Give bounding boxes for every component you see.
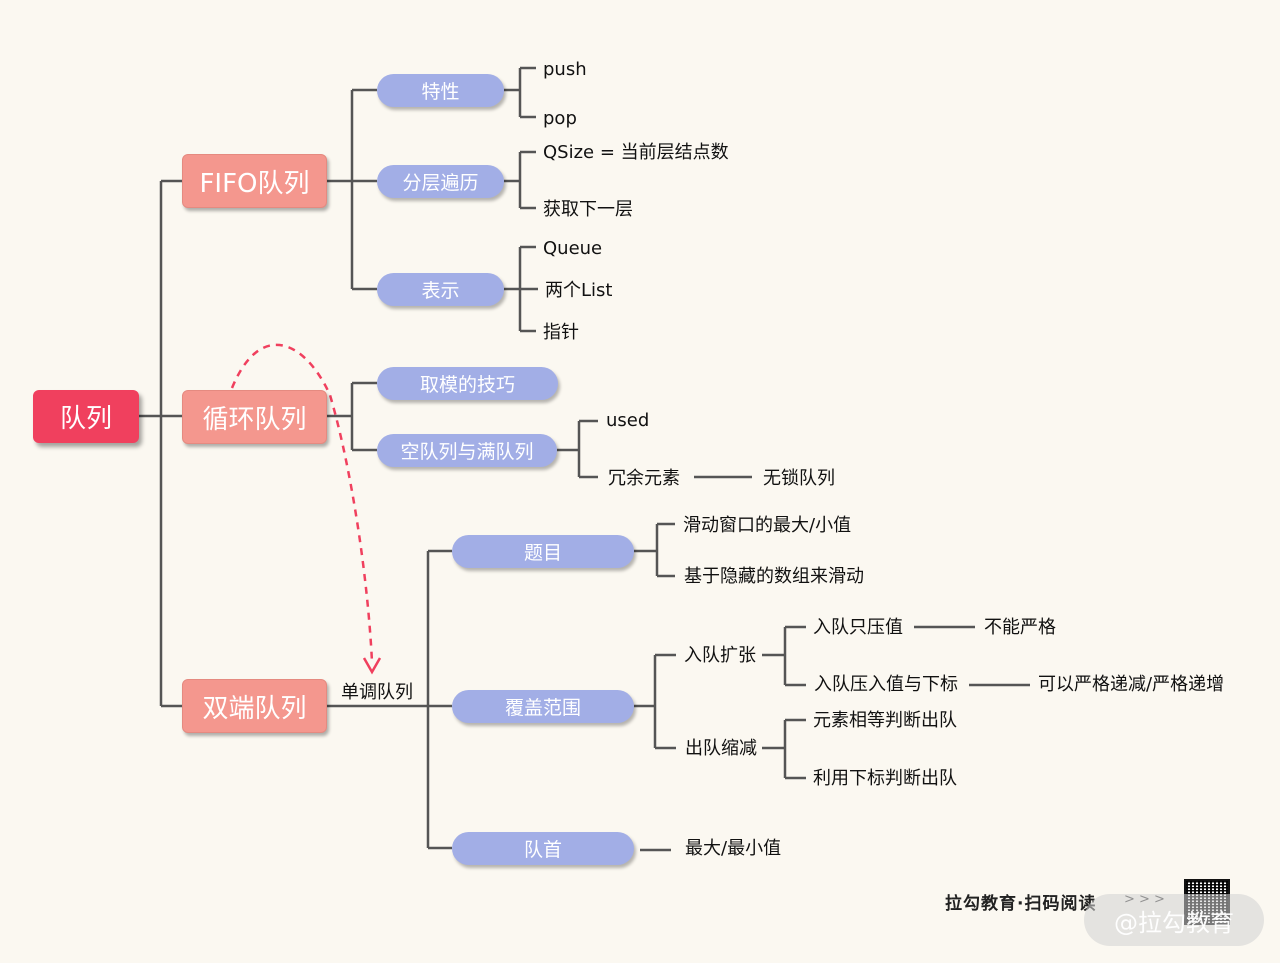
level-traversal-node[interactable]: 分层遍历 <box>377 165 504 198</box>
fifo-queue-label: FIFO队列 <box>199 168 310 199</box>
leaf-not-strict: 不能严格 <box>984 617 1056 638</box>
leaf-sliding-window: 滑动窗口的最大/小值 <box>683 515 852 536</box>
leaf-equal-dequeue: 元素相等判断出队 <box>813 710 957 731</box>
leaf-max-min: 最大/最小值 <box>685 838 782 859</box>
leaf-index-dequeue: 利用下标判断出队 <box>813 768 957 789</box>
coverage-node[interactable]: 覆盖范围 <box>452 690 634 723</box>
modulo-trick-label: 取模的技巧 <box>419 374 515 396</box>
empty-full-queue-node[interactable]: 空队列与满队列 <box>377 434 557 467</box>
leaf-push: push <box>543 59 587 80</box>
leaf-strict-monotonic: 可以严格递减/严格递增 <box>1038 674 1225 695</box>
problems-node[interactable]: 题目 <box>452 535 634 568</box>
circular-queue-node[interactable]: 循环队列 <box>182 390 327 444</box>
leaf-redundant-element: 冗余元素 <box>608 468 680 489</box>
dequeue-shrink-label: 出队缩减 <box>685 738 757 759</box>
deque-node[interactable]: 双端队列 <box>182 679 327 733</box>
leaf-lock-free-queue: 无锁队列 <box>763 468 835 489</box>
root-node[interactable]: 队列 <box>33 390 139 443</box>
watermark-text: @拉勾教育 <box>1114 908 1234 937</box>
leaf-qsize: QSize = 当前层结点数 <box>543 142 729 163</box>
level-traversal-label: 分层遍历 <box>402 172 479 194</box>
leaf-push-value-index: 入队压入值与下标 <box>814 674 958 695</box>
queue-head-label: 队首 <box>523 839 562 861</box>
leaf-next-level: 获取下一层 <box>543 199 633 220</box>
leaf-push-value-only: 入队只压值 <box>813 617 903 638</box>
coverage-label: 覆盖范围 <box>504 697 581 719</box>
leaf-used: used <box>606 410 650 431</box>
circular-queue-label: 循环队列 <box>202 404 307 435</box>
enqueue-expand-label: 入队扩张 <box>684 645 756 666</box>
leaf-two-lists: 两个List <box>545 280 613 301</box>
fifo-queue-node[interactable]: FIFO队列 <box>182 154 327 208</box>
representation-node[interactable]: 表示 <box>377 273 504 306</box>
features-label: 特性 <box>421 81 460 103</box>
modulo-trick-node[interactable]: 取模的技巧 <box>377 367 558 400</box>
leaf-pop: pop <box>543 108 577 129</box>
leaf-pointer: 指针 <box>543 322 579 343</box>
watermark: @拉勾教育 <box>1084 894 1264 946</box>
features-node[interactable]: 特性 <box>377 74 504 107</box>
footer-brand: 拉勾教育·扫码阅读 <box>945 894 1097 914</box>
deque-label: 双端队列 <box>202 693 307 724</box>
problems-label: 题目 <box>523 542 562 564</box>
representation-label: 表示 <box>421 280 460 302</box>
root-label: 队列 <box>59 404 112 434</box>
queue-head-node[interactable]: 队首 <box>452 832 634 865</box>
monotonic-queue-label: 单调队列 <box>341 682 413 703</box>
leaf-hidden-array: 基于隐藏的数组来滑动 <box>684 566 864 587</box>
empty-full-queue-label: 空队列与满队列 <box>400 441 534 463</box>
leaf-queue: Queue <box>543 238 603 259</box>
